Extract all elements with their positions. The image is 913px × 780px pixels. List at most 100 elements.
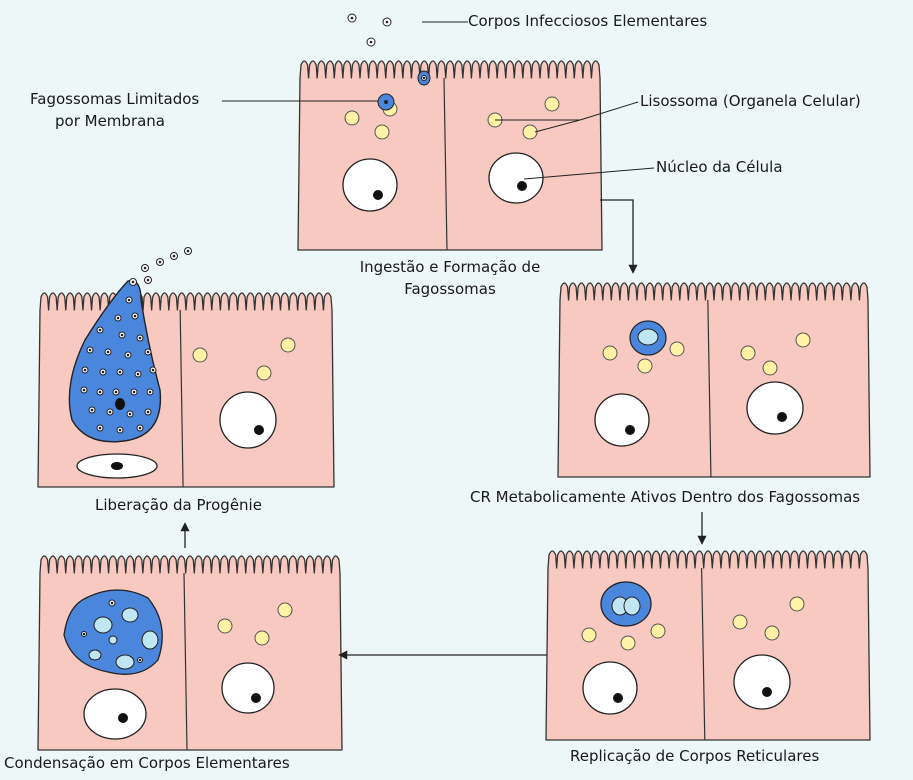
stage-ingestion-line1: Ingestão e Formação de [330,258,570,276]
elementary-body-core [134,315,137,318]
cell-pair-replication [546,551,870,740]
elementary-body-core [133,391,136,394]
lysosome [523,125,537,139]
elementary-body-core [139,659,142,662]
elementary-body-core [129,413,132,416]
elementary-body-core [109,411,112,414]
elementary-body-core [117,317,120,320]
elementary-body-core [370,41,373,44]
elementary-body-core [102,371,105,374]
elementary-body-core [99,391,102,394]
lysosome [741,346,755,360]
elementary-body-core [128,299,131,302]
lysosome [790,597,804,611]
elementary-body-core [115,391,118,394]
phagosome-core [384,100,388,104]
elementary-body-core [147,279,150,282]
lysosome [375,125,389,139]
elementary-body-core [159,261,162,264]
nucleus [595,394,649,446]
nucleolus [517,181,527,191]
lysosome [796,333,810,347]
label-lysosome: Lisossoma (Organela Celular) [640,92,861,110]
nucleus [84,689,146,739]
elementary-body-core [83,633,86,636]
lysosome [278,603,292,617]
stage-condensation: Condensação em Corpos Elementares [4,754,290,772]
elementary-body-core [119,371,122,374]
elementary-body-core [107,351,110,354]
elementary-body-core [121,334,124,337]
cell-pair-ingestion [298,61,602,250]
cell-pair-metabolic [558,283,870,477]
inclusion-core [115,398,125,410]
stage-release: Liberação da Progênie [95,496,262,514]
reticulate-body [624,597,640,615]
lysosome [218,619,232,633]
nucleus [343,159,397,211]
nucleus [220,392,276,448]
elementary-body-core [119,429,122,432]
elementary-body-core [351,17,354,20]
elementary-body-core [83,389,86,392]
elementary-body-core [89,349,92,352]
stage-ingestion-line2: Fagossomas [330,280,570,298]
reticulate-body [638,329,658,345]
lysosome [582,628,596,642]
elementary-body-core [423,77,426,80]
elementary-body-core [152,369,155,372]
lysosome [621,636,635,650]
lysosome [765,626,779,640]
elementary-body-core [84,369,87,372]
elementary-body-core [99,329,102,332]
label-elementary-bodies: Corpos Infecciosos Elementares [468,12,707,30]
nucleus [747,382,803,434]
lysosome [545,97,559,111]
stage-replication: Replicação de Corpos Reticulares [570,747,819,765]
nucleus [583,662,637,714]
nucleolus [762,687,772,697]
elementary-body-core [386,21,389,24]
elementary-body-core [91,409,94,412]
nucleolus [254,425,264,435]
cell-membrane [558,283,870,477]
elementary-body-core [132,281,135,284]
lysosome [763,361,777,375]
reticulate-body [109,636,117,644]
nucleus [734,655,790,709]
elementary-body-core [139,427,142,430]
reticulate-body [142,631,158,649]
elementary-body-core [147,351,150,354]
lysosome [670,342,684,356]
elementary-body-core [173,255,176,258]
elementary-body-core [127,354,130,357]
reticulate-body [94,617,112,633]
elementary-body-core [144,267,147,270]
label-nucleus: Núcleo da Célula [656,158,783,176]
reticulate-body [122,608,138,622]
elementary-body-core [137,373,140,376]
nucleolus [613,693,623,703]
lysosome [193,348,207,362]
stage-metabolic: CR Metabolicamente Ativos Dentro dos Fag… [470,488,860,506]
nucleolus [118,713,128,723]
nucleolus [625,425,635,435]
cell-membrane [298,61,602,250]
nucleolus [111,462,123,470]
nucleolus [251,693,261,703]
elementary-body-core [149,391,152,394]
lysosome [733,615,747,629]
nucleolus [777,412,787,422]
reticulate-body [116,655,134,669]
label-phagosomes-line2: por Membrana [55,112,165,130]
lysosome [651,624,665,638]
elementary-body-core [99,427,102,430]
nucleolus [373,190,383,200]
lysosome [345,111,359,125]
elementary-body-core [147,411,150,414]
lysosome [281,338,295,352]
elementary-body-core [111,602,114,605]
arrow-to-metabolic [600,200,633,272]
lysosome [638,359,652,373]
reticulate-body [89,650,101,660]
